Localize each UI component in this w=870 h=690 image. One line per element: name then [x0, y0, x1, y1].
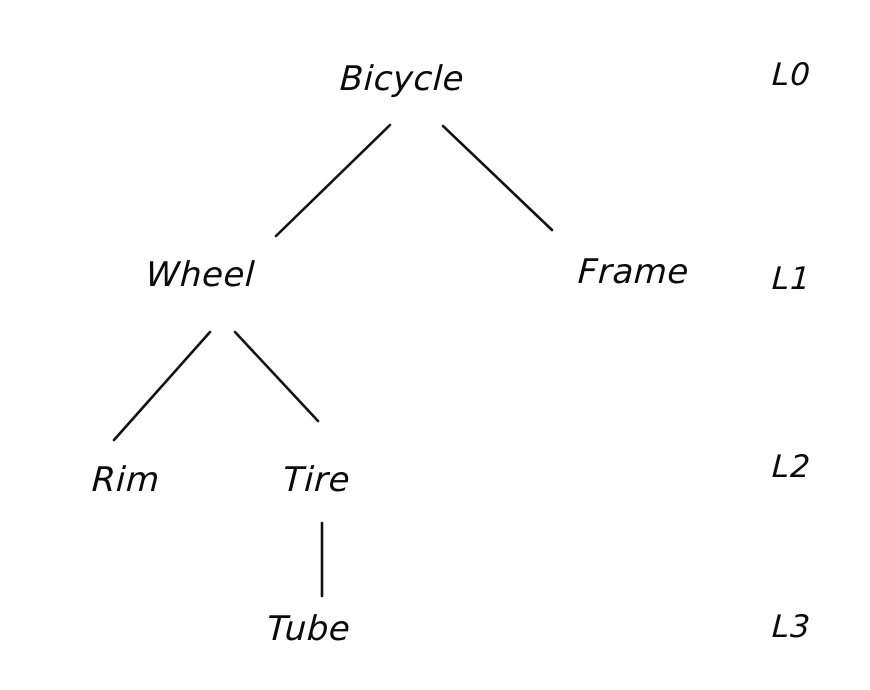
level-label-l0: L0: [771, 57, 812, 93]
level-label-l1: L1: [771, 261, 812, 297]
node-tube: Tube: [265, 609, 352, 649]
node-wheel: Wheel: [144, 255, 257, 295]
edge-bicycle-wheel: [274, 123, 392, 238]
edge-bicycle-frame: [441, 124, 554, 232]
node-frame: Frame: [576, 252, 690, 292]
level-label-l3: L3: [771, 609, 812, 645]
edge-wheel-tire: [233, 330, 320, 423]
node-tire: Tire: [281, 460, 352, 500]
node-bicycle: Bicycle: [338, 59, 466, 99]
level-label-l2: L2: [771, 449, 812, 485]
edge-wheel-rim: [112, 330, 212, 442]
node-rim: Rim: [90, 460, 161, 500]
